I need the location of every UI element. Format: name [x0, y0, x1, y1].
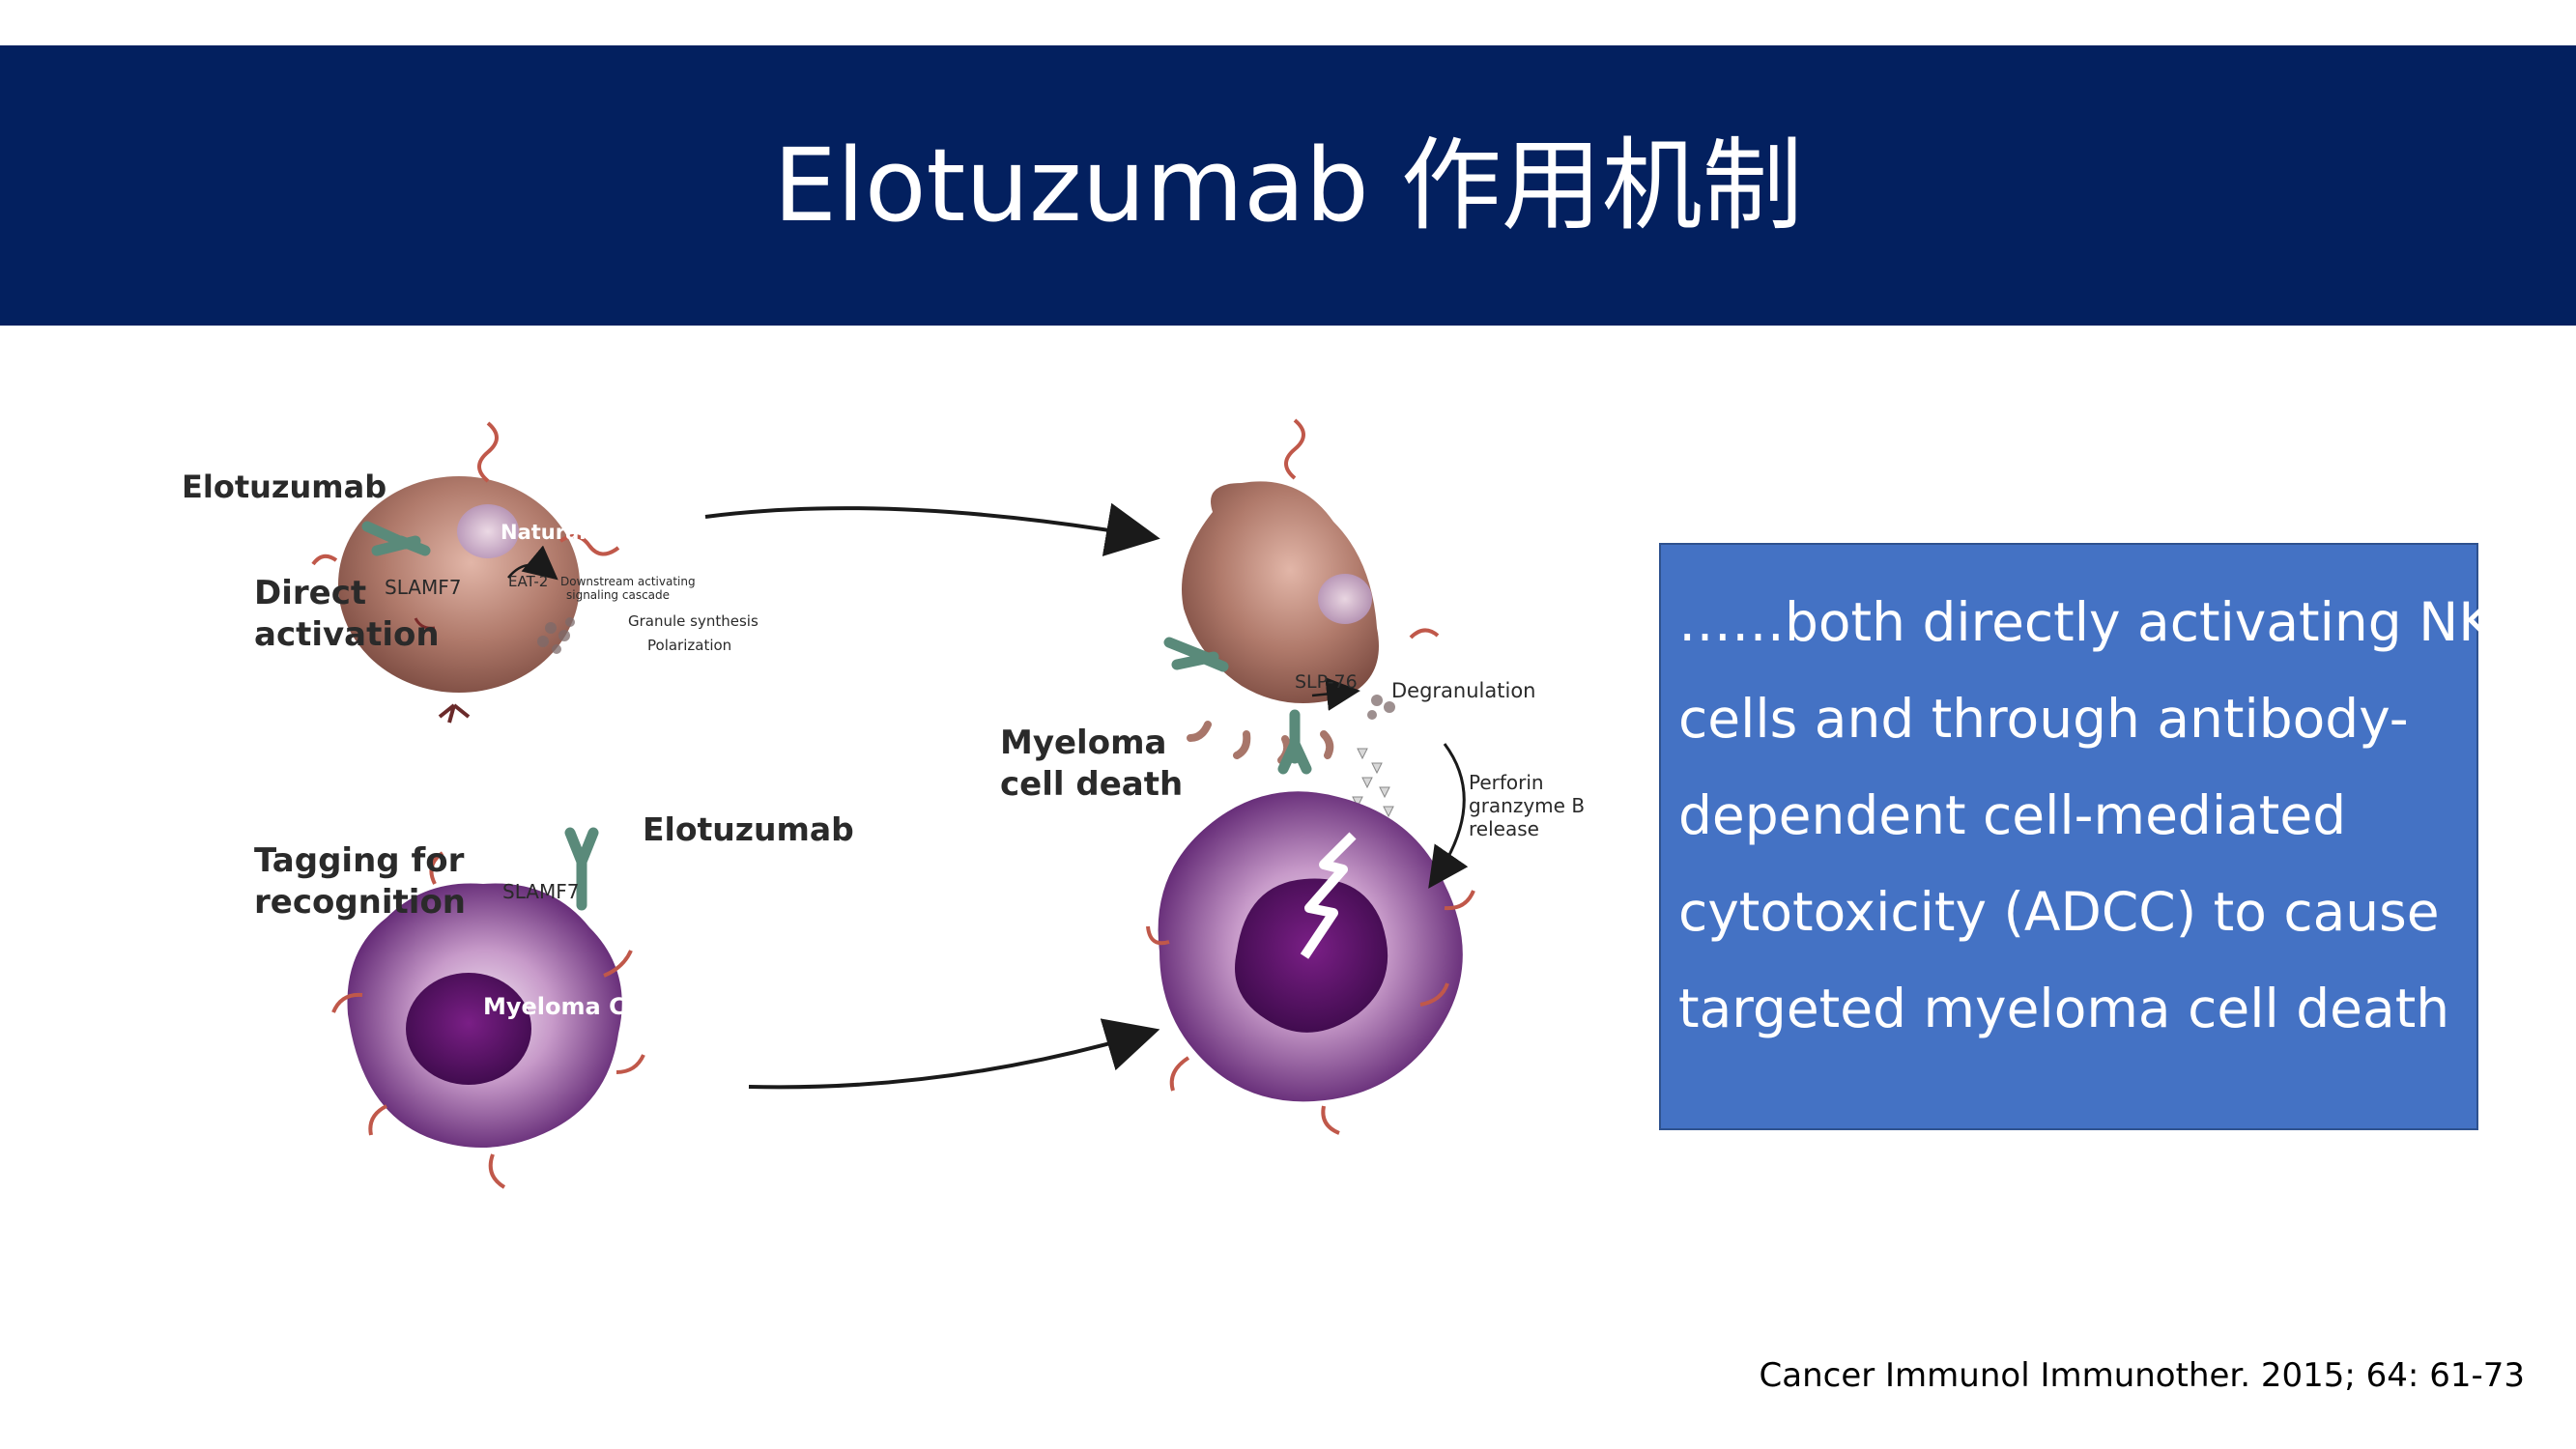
- label-myeloma-death-2: cell death: [1000, 765, 1183, 804]
- callout-line: ……both directly activating NK: [1678, 591, 2494, 653]
- citation: Cancer Immunol Immunother. 2015; 64: 61-…: [1759, 1356, 2526, 1395]
- label-activation: activation: [254, 615, 440, 654]
- label-slamf7-bottom: SLAMF7: [502, 880, 579, 903]
- eat2-arrow: [507, 545, 558, 581]
- mechanism-diagram-svg: Elotuzumab Direct activation SLAMF7 Natu…: [182, 418, 1585, 1189]
- label-slp76: SLP-76: [1295, 671, 1358, 693]
- label-perforin-3: release: [1469, 817, 1539, 840]
- label-perforin-2: granzyme B: [1469, 794, 1585, 817]
- elotuzumab-antibody-top: [361, 521, 431, 556]
- label-nk-cell: Natural Killer Cell: [501, 521, 703, 544]
- callout-line: dependent cell-mediated: [1678, 784, 2347, 846]
- label-slamf7-top: SLAMF7: [385, 576, 461, 599]
- perforin-arrow: [1428, 743, 1469, 889]
- label-tagging: Tagging for: [254, 841, 465, 880]
- elotuzumab-antibody-bottom: [564, 827, 599, 911]
- nk-cell-activated: [1182, 418, 1440, 842]
- callout-line: cells and through antibody-: [1678, 688, 2409, 750]
- slide-title: Elotuzumab 作用机制: [773, 127, 1803, 244]
- label-elotuzumab-bottom: Elotuzumab: [643, 810, 854, 848]
- label-perforin-1: Perforin: [1469, 771, 1544, 794]
- arrow-top: [704, 502, 1160, 556]
- label-direct: Direct: [254, 574, 366, 612]
- label-granule: Granule synthesis: [628, 612, 758, 630]
- label-myeloma-cell: Myeloma Cell: [483, 993, 657, 1020]
- label-myeloma-death-1: Myeloma: [1000, 724, 1166, 762]
- header-bar: Elotuzumab 作用机制: [0, 45, 2576, 326]
- callout-text: ……both directly activating NK cells and …: [1678, 574, 2494, 1057]
- arrow-bottom: [748, 1018, 1160, 1090]
- granules-top: [537, 617, 575, 654]
- myeloma-cell-bottom: [331, 851, 645, 1189]
- callout-line: cytotoxicity (ADCC) to cause: [1678, 881, 2440, 943]
- label-eat2: EAT-2: [508, 573, 548, 590]
- label-degranulation: Degranulation: [1391, 679, 1535, 702]
- label-recognition: recognition: [254, 883, 466, 922]
- slp76-arrow: [1311, 677, 1360, 711]
- callout-line: targeted myeloma cell death: [1678, 978, 2450, 1039]
- label-elotuzumab-top: Elotuzumab: [182, 469, 386, 505]
- elotuzumab-antibody-right: [1163, 637, 1312, 775]
- label-downstream-1: Downstream activating: [560, 575, 696, 588]
- nk-cell-top: [311, 421, 620, 724]
- label-polarization: Polarization: [647, 637, 731, 654]
- label-downstream-2: signaling cascade: [566, 588, 670, 602]
- myeloma-cell-dying: [1146, 791, 1475, 1135]
- mechanism-diagram: Elotuzumab Direct activation SLAMF7 Natu…: [164, 415, 1614, 1265]
- callout-box: ……both directly activating NK cells and …: [1659, 543, 2494, 1130]
